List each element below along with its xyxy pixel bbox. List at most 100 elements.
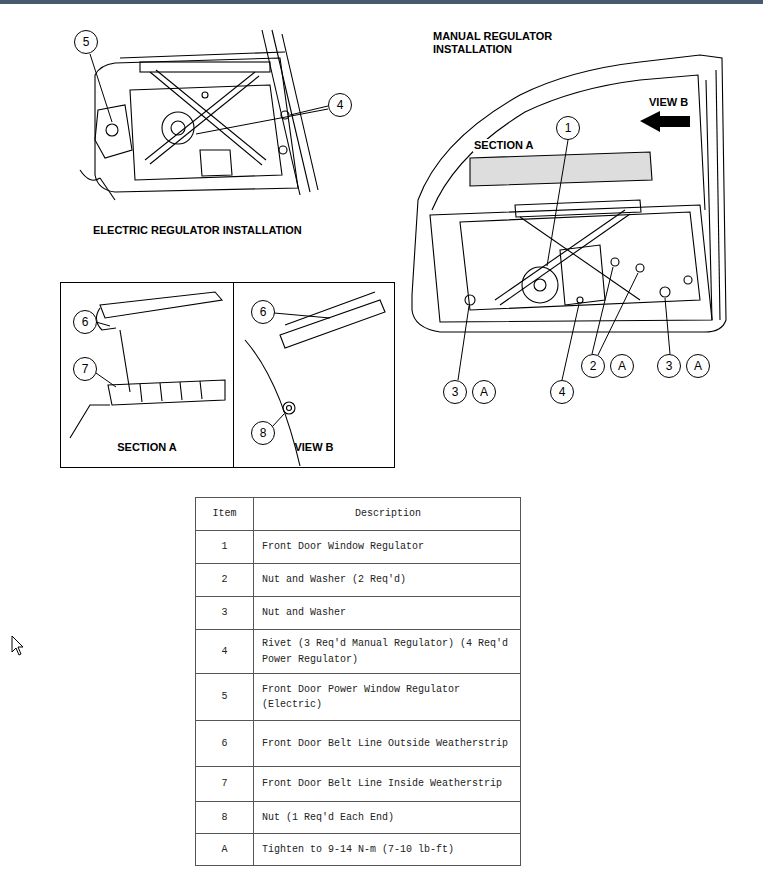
manual-regulator-drawing <box>432 75 705 210</box>
section-a-drawing <box>140 381 202 402</box>
table-text: Front Door Belt Line Inside Weatherstrip <box>262 778 502 789</box>
table-cell: 5 <box>196 674 254 721</box>
electric-regulator-drawing <box>140 62 270 72</box>
electric-regulator-drawing <box>80 30 318 200</box>
electric-regulator-drawing <box>106 124 118 136</box>
table-cell: Front Door Belt Line Outside Weatherstri… <box>254 721 521 767</box>
callout-number: 6 <box>82 316 89 328</box>
callout-circle: 6 <box>73 310 97 334</box>
manual-regulator-drawing <box>412 55 726 332</box>
panel-title: SECTION A <box>61 441 233 453</box>
electric-regulator-drawing <box>95 58 298 192</box>
table-cell: Description <box>254 498 521 531</box>
table-row: A Tighten to 9-14 N-m (7-10 lb-ft) <box>196 834 521 866</box>
leader-lines <box>272 414 284 427</box>
manual-regulator-drawing <box>706 80 712 320</box>
table-text: 1 <box>221 541 227 552</box>
table-cell: Front Door Power Window Regulator (Elect… <box>254 674 521 721</box>
parts-table: ItemDescription1Front Door Window Regula… <box>195 497 521 866</box>
table-text: Tighten to 9-14 N-m (7-10 lb-ft) <box>262 844 454 855</box>
section-a-drawing <box>100 292 222 318</box>
view-b-drawing <box>245 292 385 466</box>
electric-regulator-drawing <box>145 72 255 160</box>
table-text: Nut (1 Req'd Each End) <box>262 812 394 823</box>
table-row: 7 Front Door Belt Line Inside Weatherstri… <box>196 767 521 802</box>
callout-circle: A <box>472 380 496 404</box>
electric-regulator-drawing <box>95 105 132 158</box>
table-cell: 6 <box>196 721 254 767</box>
manual-regulator-drawing <box>515 200 641 217</box>
table-cell: 1 <box>196 531 254 564</box>
callout-circle: 2 <box>581 354 605 378</box>
inset-panel: VIEW B68 <box>233 282 395 468</box>
callout-number: 2 <box>590 360 597 372</box>
callout-number: 4 <box>337 99 344 111</box>
table-text: A <box>221 844 227 855</box>
callout-number: A <box>480 386 488 398</box>
figure-caption: ELECTRIC REGULATOR INSTALLATION <box>92 224 303 237</box>
manual-regulator-drawing <box>412 55 726 332</box>
manual-regulator-drawing <box>534 279 546 291</box>
callout-number: 5 <box>83 36 90 48</box>
manual-regulator-drawing <box>577 297 583 303</box>
view-b-drawing <box>283 402 295 414</box>
leader-lines <box>196 109 328 134</box>
table-cell: 3 <box>196 597 254 630</box>
callout-number: 3 <box>666 360 673 372</box>
manual-regulator-drawing <box>522 267 558 303</box>
electric-regulator-drawing <box>150 76 259 164</box>
table-header: Description <box>355 508 421 519</box>
manual-regulator-drawing <box>430 205 712 322</box>
table-cell: Nut and Washer <box>254 597 521 630</box>
callout-circle: 8 <box>251 421 275 445</box>
table-cell: 2 <box>196 564 254 597</box>
callout-circle: A <box>610 354 634 378</box>
electric-regulator-drawing <box>120 52 285 58</box>
table-text: 5 <box>221 691 227 702</box>
electric-regulator-drawing <box>200 150 232 176</box>
manual-regulator-drawing <box>520 217 640 300</box>
top-bar <box>0 0 763 4</box>
leader-lines <box>665 298 670 354</box>
figure-caption: VIEW B <box>648 96 689 109</box>
callout-number: 3 <box>452 386 459 398</box>
electric-regulator-drawing <box>202 92 208 98</box>
callout-circle: A <box>686 354 710 378</box>
manual-regulator-drawing <box>636 264 644 272</box>
table-text: 4 <box>221 646 227 657</box>
table-text: 2 <box>221 574 227 585</box>
table-row: 6 Front Door Belt Line Outside Weatherstr… <box>196 721 521 767</box>
table-cell: Front Door Window Regulator <box>254 531 521 564</box>
table-text: Front Door Window Regulator <box>262 541 424 552</box>
mouse-cursor <box>12 636 23 655</box>
table-row: 4 Rivet (3 Req'd Manual Regulator) (4 Req… <box>196 630 521 674</box>
table-cell: 4 <box>196 630 254 674</box>
callout-number: 7 <box>82 363 89 375</box>
table-cell: Front Door Belt Line Inside Weatherstrip <box>254 767 521 802</box>
table-cell: Rivet (3 Req'd Manual Regulator) (4 Req'… <box>254 630 521 674</box>
leader-lines <box>90 54 112 122</box>
table-text: 6 <box>221 738 227 749</box>
callout-number: A <box>694 360 702 372</box>
callout-circle: 7 <box>73 357 97 381</box>
view-arrow <box>640 111 690 132</box>
table-cell: 7 <box>196 767 254 802</box>
table-row: 2 Nut and Washer (2 Req'd) <box>196 564 521 597</box>
table-text: Rivet (3 Req'd Manual Regulator) (4 Req'… <box>262 638 508 665</box>
leader-lines <box>96 373 116 387</box>
callout-circle: 3 <box>657 354 681 378</box>
table-cell: Nut and Washer (2 Req'd) <box>254 564 521 597</box>
section-a-drawing <box>70 405 110 438</box>
section-a-drawing <box>70 292 225 438</box>
callout-number: 8 <box>260 427 267 439</box>
electric-regulator-drawing <box>171 121 185 135</box>
table-text: Nut and Washer <box>262 607 346 618</box>
view-b-drawing <box>245 340 300 466</box>
callout-circle: 4 <box>328 93 352 117</box>
leader-lines <box>90 54 328 134</box>
table-text: 3 <box>221 607 227 618</box>
view-b-drawing <box>287 406 292 411</box>
electric-regulator-drawing <box>80 170 100 180</box>
figure-caption: SECTION A <box>473 139 535 152</box>
